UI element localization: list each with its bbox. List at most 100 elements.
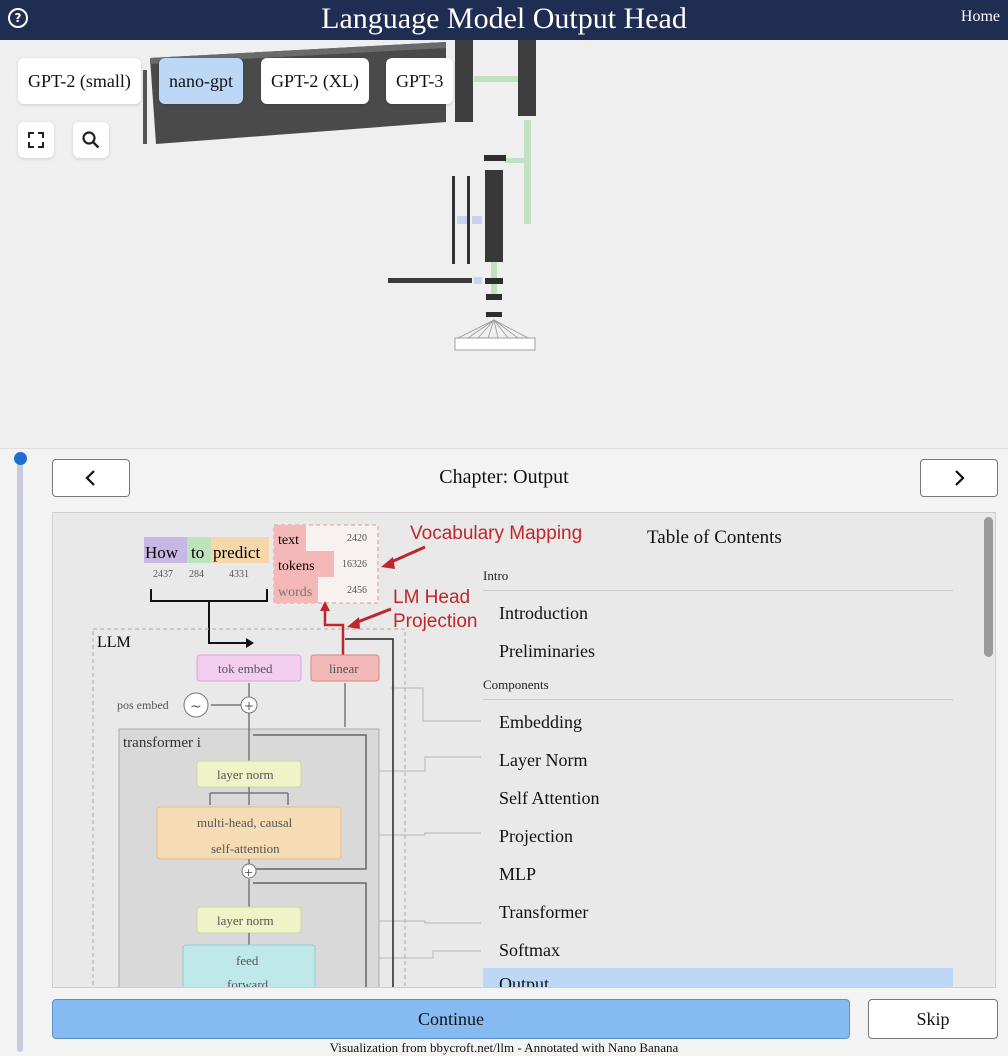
annotation-lm-head: LM Head xyxy=(393,587,470,608)
plus-glyph-2: + xyxy=(244,866,253,879)
model-visualization[interactable]: GPT-2 (small) nano-gpt GPT-2 (XL) GPT-3 xyxy=(0,40,1008,448)
toc-title: Table of Contents xyxy=(647,527,782,548)
annotation-arrow xyxy=(388,545,426,565)
skip-button[interactable]: Skip xyxy=(868,999,998,1039)
flow-link xyxy=(474,76,518,82)
feed-label-2: forward xyxy=(227,977,269,988)
vocab-id-text: 2420 xyxy=(347,533,367,544)
toc-item-mlp[interactable]: MLP xyxy=(499,864,537,884)
continue-button[interactable]: Continue xyxy=(52,999,850,1039)
flow-link xyxy=(524,120,531,224)
annotation-projection: Projection xyxy=(393,611,478,632)
progress-handle[interactable] xyxy=(14,452,27,465)
chevron-right-icon xyxy=(955,470,965,486)
model-button-gpt3[interactable]: GPT-3 xyxy=(386,58,454,104)
vocab-tokens: tokens xyxy=(278,559,315,574)
toc-item-softmax[interactable]: Softmax xyxy=(499,940,560,960)
vocab-hl xyxy=(274,577,318,603)
plus-glyph: + xyxy=(244,699,254,713)
flow-arrow xyxy=(474,277,482,284)
feed-forward-box xyxy=(182,944,316,987)
token-id-how: 2437 xyxy=(153,569,173,580)
residual-line xyxy=(253,734,367,870)
feed-label-1: feed xyxy=(236,953,259,968)
model-button-gpt2-small[interactable]: GPT-2 (small) xyxy=(18,58,141,104)
slab-bar xyxy=(143,70,147,144)
block-column xyxy=(485,170,503,262)
annotation-arrow xyxy=(354,607,392,625)
token-id-to: 284 xyxy=(189,569,204,580)
flow-arrow xyxy=(457,216,467,224)
block-small xyxy=(484,155,506,161)
block-small xyxy=(486,312,502,317)
help-icon[interactable]: ? xyxy=(8,8,28,28)
layer-norm-1-label: layer norm xyxy=(217,767,274,782)
next-chapter-button[interactable] xyxy=(920,459,998,497)
toc-item-projection[interactable]: Projection xyxy=(499,826,573,846)
chevron-left-icon xyxy=(85,470,95,486)
model-button-gpt2-xl[interactable]: GPT-2 (XL) xyxy=(261,58,369,104)
token-to: to xyxy=(191,543,204,562)
attention-label-2: self-attention xyxy=(211,841,280,856)
model-button-nano-gpt[interactable]: nano-gpt xyxy=(159,58,243,104)
top-bar: ? Language Model Output Head Home xyxy=(0,0,1008,40)
linear-label: linear xyxy=(329,661,359,676)
vocab-text: text xyxy=(278,533,299,548)
pos-embed-label: pos embed xyxy=(117,698,169,712)
token-predict-bg xyxy=(211,537,269,563)
llm-label: LLM xyxy=(97,634,131,651)
flow-link xyxy=(505,158,527,163)
block-b xyxy=(518,40,536,116)
add-node-2 xyxy=(241,863,257,879)
vocab-id-tokens: 16326 xyxy=(342,559,367,570)
toc-item-introduction[interactable]: Introduction xyxy=(499,603,588,623)
linear-box xyxy=(310,654,380,682)
tok-embed-label: tok embed xyxy=(218,661,273,676)
toc-section-components: Components xyxy=(483,677,953,700)
arrow-head xyxy=(246,638,254,648)
progress-track[interactable] xyxy=(17,458,23,1052)
llm-3d-render xyxy=(143,40,536,351)
token-id-predict: 4331 xyxy=(229,569,249,580)
vocab-words: words xyxy=(278,585,312,600)
block-a xyxy=(455,40,473,122)
search-icon xyxy=(82,131,100,149)
annotation-arrowhead xyxy=(381,557,395,569)
page-title: Language Model Output Head xyxy=(321,2,687,35)
toc-item-output[interactable]: Output xyxy=(483,968,953,987)
token-predict: predict xyxy=(213,543,260,562)
transformer-label: transformer i xyxy=(123,735,201,751)
token-to-bg xyxy=(187,537,211,563)
prev-chapter-button[interactable] xyxy=(52,459,130,497)
content-scrollbar[interactable] xyxy=(984,517,993,657)
output-fan xyxy=(457,319,529,339)
block-small xyxy=(486,294,502,300)
residual-line-2 xyxy=(253,882,367,987)
toc-item-embedding[interactable]: Embedding xyxy=(499,712,582,732)
chapter-content[interactable]: How to predict 2437 284 4331 text tokens… xyxy=(52,512,996,988)
attn-inputs xyxy=(209,787,289,805)
tilde-glyph: ~ xyxy=(190,699,202,715)
annotation-arrowhead xyxy=(347,617,360,629)
annotation-vocab-mapping: Vocabulary Mapping xyxy=(410,523,582,544)
toc-item-transformer[interactable]: Transformer xyxy=(499,902,589,922)
vector-line xyxy=(467,176,470,264)
vocab-hl xyxy=(274,525,306,551)
toc-section-intro: Intro xyxy=(483,568,953,591)
attention-label-1: multi-head, causal xyxy=(197,815,293,830)
home-link[interactable]: Home xyxy=(960,8,1000,25)
token-how-bg xyxy=(144,537,187,563)
output-cells xyxy=(454,337,536,351)
toc-item-self-attention[interactable]: Self Attention xyxy=(499,788,600,808)
chapter-title: Chapter: Output xyxy=(439,466,569,488)
pos-embed-symbol xyxy=(183,692,209,718)
block-small xyxy=(485,278,503,284)
toc-item-layer-norm[interactable]: Layer Norm xyxy=(499,750,588,770)
toc-item-preliminaries[interactable]: Preliminaries xyxy=(499,641,595,661)
search-button[interactable] xyxy=(73,122,109,158)
output-line xyxy=(345,638,394,987)
fullscreen-button[interactable] xyxy=(18,122,54,158)
token-bracket xyxy=(150,589,268,644)
vocab-bar xyxy=(388,278,472,283)
tok-embed-box xyxy=(196,654,302,682)
